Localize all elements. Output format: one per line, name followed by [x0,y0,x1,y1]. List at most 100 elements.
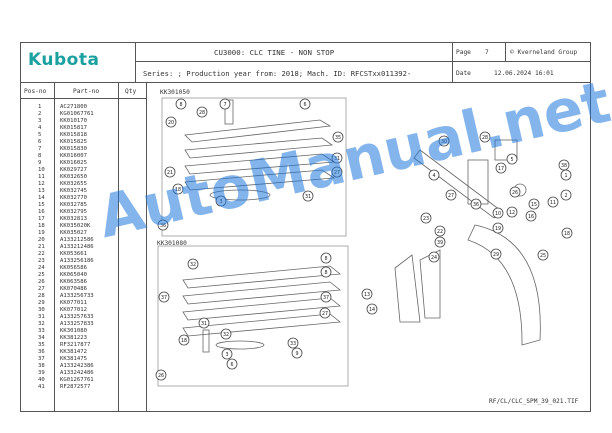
parts-row-pos: 28 [38,293,45,299]
callout-circle [428,251,440,263]
parts-row-part: KK301080 [60,328,87,334]
parts-row-pos: 17 [38,216,45,222]
parts-row-pos: 6 [38,139,42,145]
callout-number: 9 [295,351,298,357]
drawing-sheet [20,42,591,412]
callout-number: 38 [561,163,567,169]
page-title: CU3000: CLC TINE - NON STOP [214,48,335,57]
washer-top [209,189,271,201]
callout-circle [506,153,518,165]
bracket-arm [413,149,501,219]
callout-circle [178,334,190,346]
parts-row-part: KK077012 [60,307,87,313]
callout-circle [361,288,373,300]
parts-row-pos: 19 [38,230,45,236]
callout-circle [155,369,167,381]
callout-circle [438,135,450,147]
parts-row-pos: 12 [38,181,45,187]
parts-row-pos: 5 [38,132,42,138]
callout-number: 37 [161,295,167,301]
tine-plate-top-1 [184,119,332,143]
callout-number: 5 [510,157,513,163]
callout-circle [434,225,446,237]
parts-row-part: KK056586 [60,265,87,271]
callout-circle [319,307,331,319]
callout-number: 33 [290,341,296,347]
parts-row-part: KK032770 [60,195,87,201]
callout-number: 24 [431,255,437,261]
callout-circle [287,337,299,349]
group-label-mid: KK301080 [157,240,187,247]
callout-number: 13 [364,292,370,298]
callout-number: 8 [324,256,327,262]
tine-plate-bottom-2 [182,281,342,305]
callout-number: 23 [423,216,429,222]
parts-row-pos: 30 [38,307,45,313]
callout-number: 4 [432,173,435,179]
parts-row-pos: 21 [38,244,45,250]
callout-circle [198,317,210,329]
callout-circle [320,291,332,303]
series-info: Series: ; Production year from: 2018; Ma… [143,69,412,78]
parts-row-pos: 36 [38,349,45,355]
parts-row-part: KK381223 [60,335,87,341]
header-divider-bottom [20,82,591,83]
logo-divider [135,42,136,82]
callout-circle [302,190,314,202]
callout-number: 22 [437,229,443,235]
callout-number: 19 [495,226,501,232]
callout-circle [158,291,170,303]
callout-number: 2 [564,193,567,199]
callout-circle [560,189,572,201]
callout-number: 14 [369,307,375,313]
date-value: 12.06.2024 16:01 [494,70,554,77]
part-column-divider [118,82,119,412]
parts-row-part: KG01067761 [60,111,94,117]
page-divider [452,42,453,82]
callout-number: 32 [190,262,196,268]
parts-row-part: A133212486 [60,244,94,250]
callout-number: 26 [158,373,164,379]
callout-circle [561,227,573,239]
parts-row-pos: 24 [38,265,45,271]
callout-number: 17 [498,166,504,172]
callout-circle [331,166,343,178]
callout-circle [528,198,540,210]
parts-row-part: A133257833 [60,321,94,327]
assembly-frame-bottom [157,245,349,387]
parts-row-part: KK032813 [60,216,87,222]
parts-row-part: RF2872577 [60,384,91,390]
callout-number: 29 [493,252,499,258]
parts-row-part: KK070486 [60,286,87,292]
parts-row-pos: 38 [38,363,45,369]
parts-row-part: KK077011 [60,300,87,306]
side-plate-left [394,254,421,323]
callout-number: 30 [441,139,447,145]
tine-plate-bottom-4 [182,313,342,337]
callout-circle [420,212,432,224]
callout-circle [187,258,199,270]
callout-number: 36 [160,223,166,229]
parts-row-part: KK065040 [60,272,87,278]
parts-row-pos: 31 [38,314,45,320]
callout-circle [164,166,176,178]
column-pos-no: Pos-no [24,88,47,95]
parts-row-part: A133212586 [60,237,94,243]
parts-row-part: KK016007 [60,153,87,159]
parts-row-part: KK381472 [60,349,87,355]
callout-circle [220,328,232,340]
parts-row-pos: 10 [38,167,45,173]
parts-row-part: KK032745 [60,188,87,194]
parts-row-part: KK035027 [60,230,87,236]
bolt-bottom [202,329,210,353]
callout-circle [509,186,521,198]
parts-row-part: RF3217877 [60,342,91,348]
callout-circle [332,131,344,143]
parts-row-part: AC271800 [60,104,87,110]
callout-number: 31 [201,321,207,327]
parts-row-part: A133256186 [60,258,94,264]
callout-number: 6 [303,102,306,108]
page-number: 7 [485,49,489,56]
callout-number: 16 [528,214,534,220]
parts-row-pos: 16 [38,209,45,215]
